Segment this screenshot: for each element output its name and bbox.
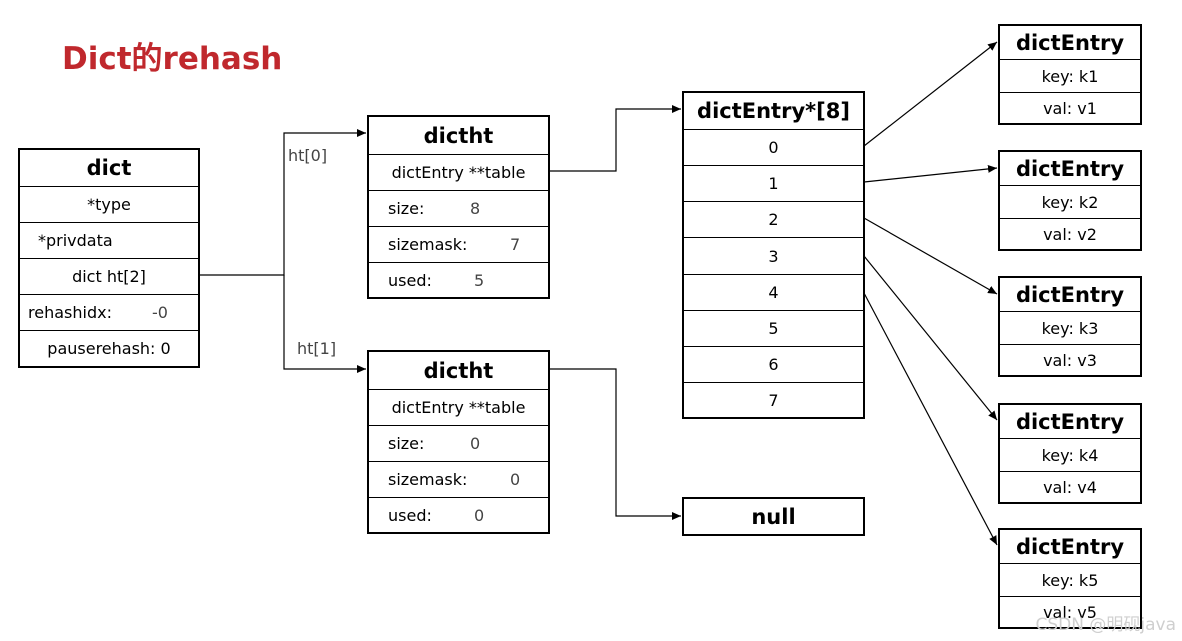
array-slot-4: 4	[684, 274, 863, 310]
array-slot-0: 0	[684, 129, 863, 165]
connector-slot3-entry4	[863, 255, 998, 421]
ht1-used-value: 0	[474, 505, 485, 525]
connector-slot0-entry1	[863, 41, 998, 147]
entry-key: key: k1	[1000, 59, 1140, 92]
ht0-used-field: used: 5	[369, 262, 548, 297]
ht0-table-field: dictEntry **table	[369, 154, 548, 190]
ht1-size-field: size: 0	[369, 425, 548, 461]
connector-slot4-entry5	[863, 292, 998, 546]
array-header: dictEntry*[8]	[697, 99, 850, 123]
connector-ht0-array	[549, 105, 681, 172]
dict-privdata-field: *privdata	[20, 222, 198, 258]
connector-slot2-entry3	[863, 217, 998, 295]
dict-pauserehash-field: pauserehash: 0	[20, 330, 198, 366]
dictentry-node-1: dictEntry key: k1 val: v1	[998, 24, 1142, 125]
rehashidx-label: rehashidx:	[28, 303, 112, 322]
entry-header: dictEntry	[1015, 156, 1125, 181]
ht0-used-label: used:	[388, 270, 432, 290]
ht0-size-value: 8	[470, 199, 481, 218]
array-slot-6: 6	[684, 346, 863, 382]
dict-header: dict	[86, 156, 132, 180]
array-slot-5: 5	[684, 310, 863, 346]
dictentry-node-3: dictEntry key: k3 val: v3	[998, 276, 1142, 377]
ht0-sizemask-label: sizemask:	[388, 235, 468, 254]
dict-struct: dict *type *privdata dict ht[2] rehashid…	[18, 148, 200, 368]
connector-dict-ht0	[199, 129, 366, 276]
ht0-header: dictht	[423, 123, 494, 148]
dict-rehashidx-field: rehashidx: -0	[20, 294, 198, 330]
ht0-size-field: size: 8	[369, 190, 548, 226]
ht1-used-field: used: 0	[369, 497, 548, 532]
entry-val: val: v4	[1000, 471, 1140, 502]
entry-val: val: v2	[1000, 218, 1140, 249]
connector-slot1-entry2	[863, 164, 998, 183]
entry-val: val: v3	[1000, 344, 1140, 375]
null-pointer-box: null	[682, 497, 865, 536]
entry-val: val: v5	[1000, 596, 1140, 627]
ht1-size-value: 0	[470, 434, 481, 453]
entry-header: dictEntry	[1015, 534, 1125, 559]
connector-dict-ht1	[283, 275, 366, 373]
entry-key: key: k4	[1000, 438, 1140, 471]
ht0-sizemask-value: 7	[510, 235, 521, 254]
null-label: null	[751, 504, 796, 529]
entry-key: key: k3	[1000, 311, 1140, 344]
ht1-used-label: used:	[388, 505, 432, 525]
dictentry-node-5: dictEntry key: k5 val: v5	[998, 528, 1142, 629]
entry-key: key: k5	[1000, 563, 1140, 596]
dictht-ht1: dictht dictEntry **table size: 0 sizemas…	[367, 350, 550, 534]
entry-header: dictEntry	[1015, 282, 1125, 307]
dict-type-field: *type	[20, 186, 198, 222]
ht1-table-field: dictEntry **table	[369, 389, 548, 425]
array-slot-3: 3	[684, 237, 863, 274]
dictentry-array: dictEntry*[8] 0 1 2 3 4 5 6 7	[682, 91, 865, 419]
array-slot-7: 7	[684, 382, 863, 417]
dict-ht-field: dict ht[2]	[20, 258, 198, 294]
dictht-ht0: dictht dictEntry **table size: 8 sizemas…	[367, 115, 550, 299]
ht0-sizemask-field: sizemask: 7	[369, 226, 548, 262]
ht1-label: ht[1]	[297, 339, 337, 358]
array-slot-1: 1	[684, 165, 863, 201]
entry-header: dictEntry	[1015, 409, 1125, 434]
ht1-sizemask-field: sizemask: 0	[369, 461, 548, 497]
ht1-size-label: size:	[388, 434, 425, 453]
dictentry-node-2: dictEntry key: k2 val: v2	[998, 150, 1142, 251]
page-title: Dict的rehash	[62, 41, 283, 77]
ht0-used-value: 5	[474, 270, 485, 290]
connector-ht1-null	[549, 368, 681, 520]
watermark: CSDN @明砚java	[1035, 615, 1177, 635]
ht1-sizemask-label: sizemask:	[388, 470, 468, 489]
ht0-size-label: size:	[388, 199, 425, 218]
rehashidx-value: -0	[151, 303, 168, 322]
entry-key: key: k2	[1000, 185, 1140, 218]
dictentry-node-4: dictEntry key: k4 val: v4	[998, 403, 1142, 504]
ht1-sizemask-value: 0	[510, 470, 521, 489]
ht0-label: ht[0]	[288, 146, 328, 165]
entry-val: val: v1	[1000, 92, 1140, 123]
ht1-header: dictht	[423, 358, 494, 383]
entry-header: dictEntry	[1015, 30, 1125, 55]
array-slot-2: 2	[684, 201, 863, 237]
